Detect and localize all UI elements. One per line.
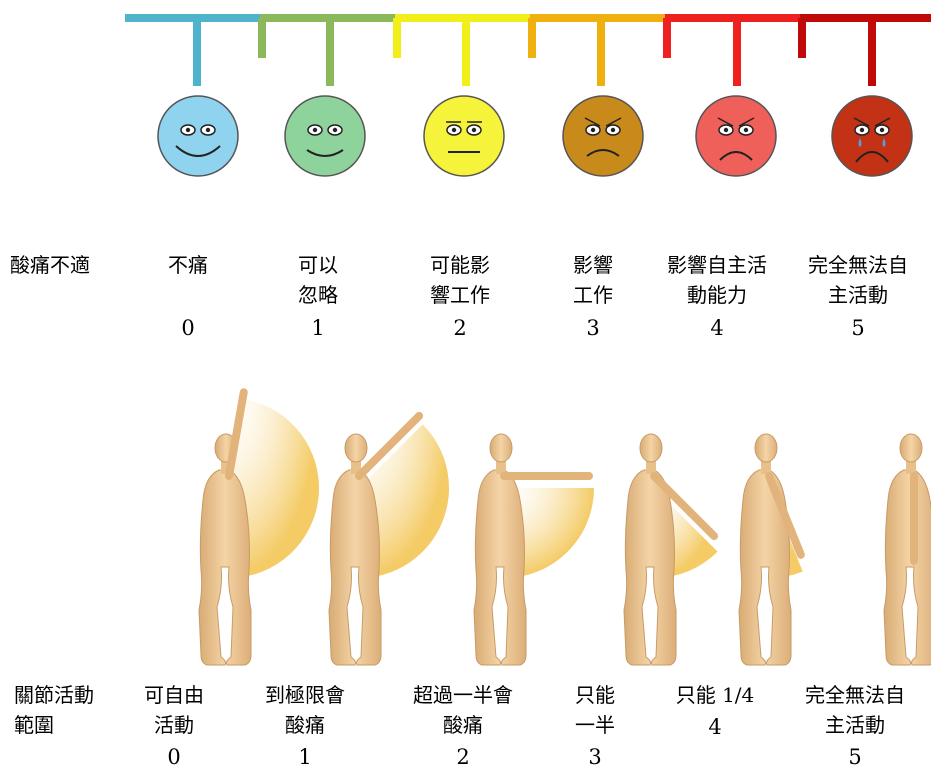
figure-3-head (639, 433, 663, 463)
pain-level-4-label: 影響自主活動能力 (667, 253, 767, 307)
figure-4-head (754, 433, 778, 463)
face-1-icon (284, 95, 366, 177)
rom-row-label: 關節活動範圍 (14, 683, 94, 737)
figure-row (198, 388, 931, 666)
pain-row-label: 酸痛不適 (10, 253, 90, 277)
pain-level-0-score: 0 (181, 316, 195, 340)
figure-2-sweep (504, 488, 594, 578)
pain-level-1-score: 1 (311, 316, 325, 340)
figure-3 (623, 433, 719, 666)
figure-5 (883, 433, 931, 666)
rom-level-1-label: 到極限會酸痛 (265, 683, 345, 737)
rom-level-0-score: 0 (167, 745, 181, 769)
figure-2-head (489, 433, 513, 463)
rom-level-1-score: 1 (298, 745, 312, 769)
pain-level-5-label: 完全無法自主活動 (808, 253, 908, 307)
figure-5-head (899, 433, 923, 463)
face-0-icon (157, 95, 239, 177)
pain-level-0-label: 不痛 (168, 253, 208, 277)
pain-level-2-score: 2 (453, 316, 467, 340)
color-bar-1 (258, 14, 395, 86)
color-bar-4 (663, 14, 800, 86)
figure-4 (738, 433, 805, 666)
figure-1-arm (355, 411, 424, 480)
figure-0-body (198, 469, 252, 666)
rom-level-2-score: 2 (456, 745, 470, 769)
color-bar-0 (125, 14, 260, 86)
figure-1-body (328, 469, 382, 666)
color-bars (125, 14, 931, 86)
figure-2-body (473, 469, 527, 666)
rom-level-5-score: 5 (848, 745, 862, 769)
rom-level-4-label: 只能 1/4 (675, 683, 755, 707)
pain-level-3-label: 影響工作 (573, 253, 613, 307)
figure-5-body (883, 469, 931, 666)
face-2-icon (423, 95, 505, 177)
face-5-icon (831, 95, 913, 177)
pain-level-2-label: 可能影響工作 (430, 253, 490, 307)
face-3-icon (562, 95, 644, 177)
figure-1 (328, 411, 450, 666)
figure-3-body (623, 469, 677, 666)
rom-level-0-label: 可自由活動 (144, 683, 204, 737)
rom-level-3-label: 只能一半 (575, 683, 615, 737)
color-bar-3 (528, 14, 665, 86)
pain-level-5-score: 5 (851, 316, 865, 340)
face-4-icon (695, 95, 777, 177)
face-row (157, 95, 913, 177)
figure-1-sweep (359, 424, 450, 578)
figure-4-arm (765, 472, 805, 559)
rom-level-4-score: 4 (708, 715, 722, 739)
figure-0-sweep (229, 399, 320, 579)
color-bar-5 (798, 14, 931, 86)
figure-0 (198, 388, 320, 666)
pain-level-4-score: 4 (710, 316, 724, 340)
figure-2 (473, 433, 594, 666)
rom-level-3-score: 3 (588, 745, 602, 769)
color-bar-2 (393, 14, 530, 86)
pain-level-1-label: 可以忽略 (298, 253, 338, 307)
figure-0-arm (225, 388, 248, 480)
figure-1-head (344, 433, 368, 463)
figure-4-body (738, 469, 792, 666)
rom-level-5-label: 完全無法自主活動 (805, 683, 905, 737)
figure-3-arm (650, 472, 719, 541)
pain-level-3-score: 3 (586, 316, 600, 340)
rom-level-2-label: 超過一半會酸痛 (413, 683, 513, 737)
